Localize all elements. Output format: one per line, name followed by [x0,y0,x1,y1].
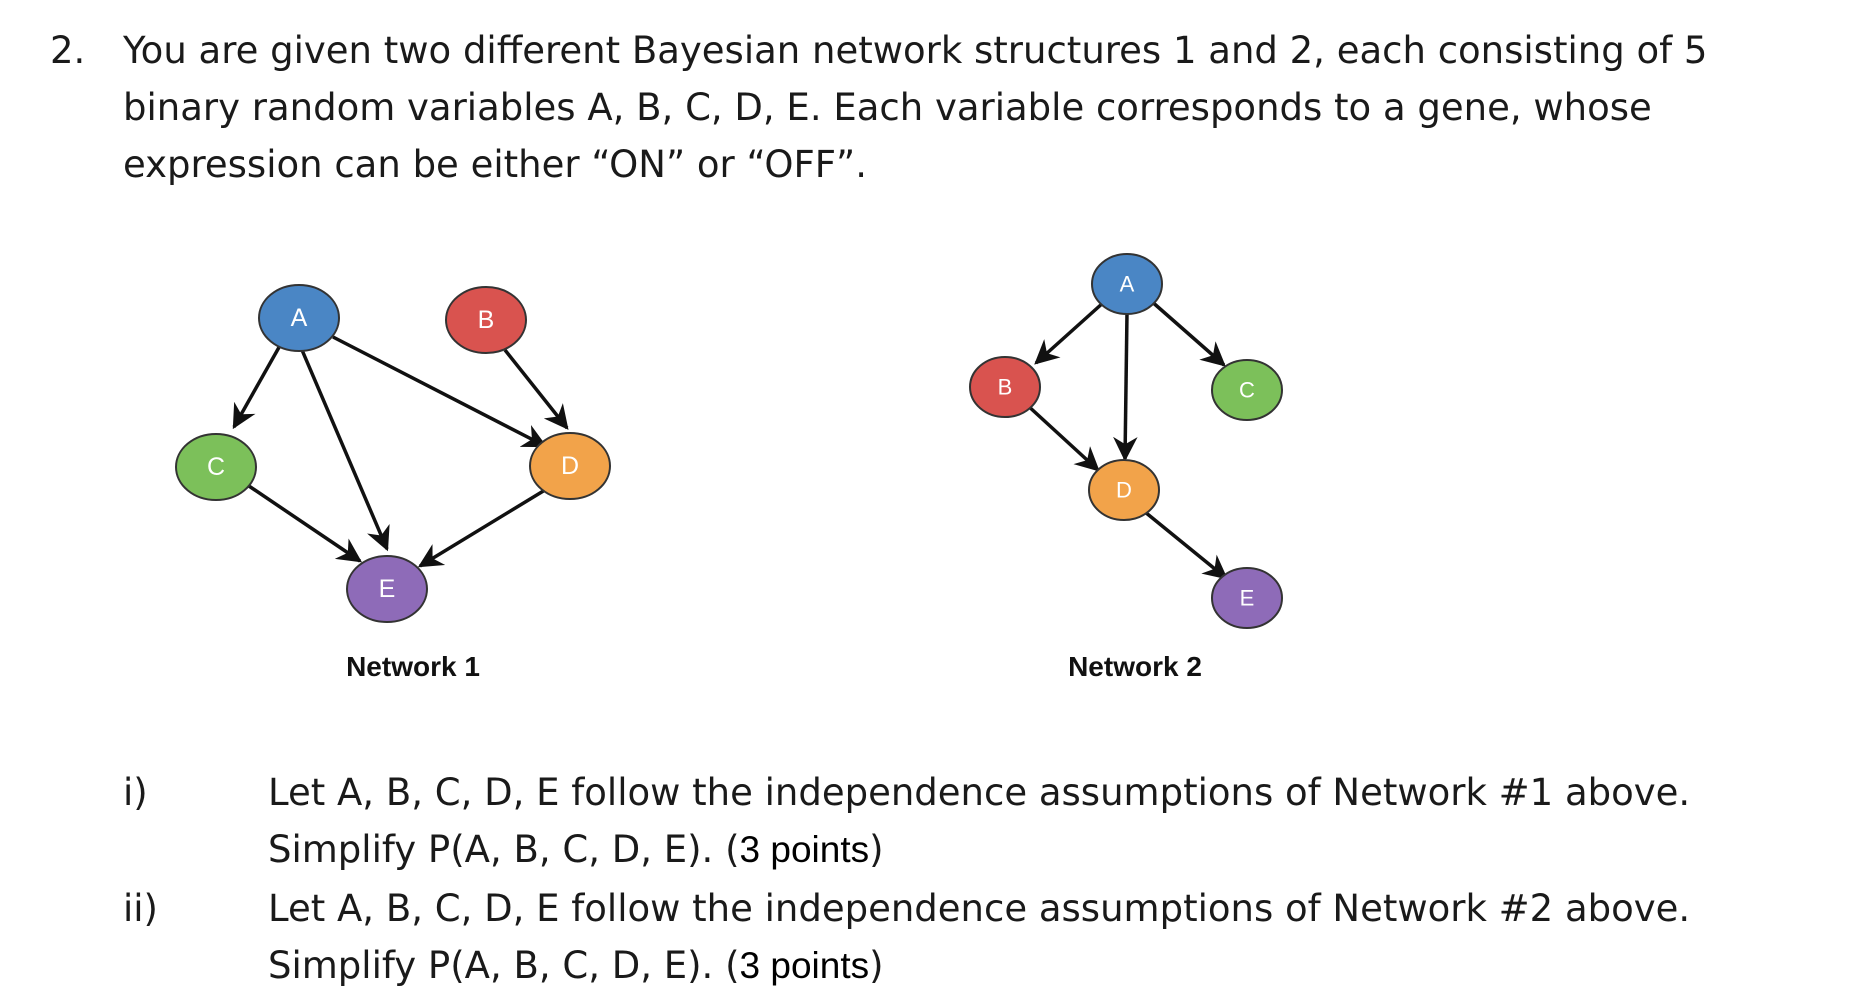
edge-n1-a-c [232,341,284,430]
question-text: You are given two different Bayesian net… [123,29,1708,186]
svg-text:B: B [478,306,495,334]
n1-node-a: A [258,284,340,352]
n2-node-e: E [1211,567,1283,629]
edge-n2-a-d [1113,312,1138,462]
part-label: i) [123,771,148,814]
edge-n1-c-e [245,482,363,563]
n2-node-a: A [1091,253,1163,315]
part-label: ii) [123,887,158,930]
n1-node-d: D [529,432,611,500]
edge-n1-d-e [417,488,546,568]
n1-node-c: C [175,433,257,501]
n2-node-d: D [1088,459,1160,521]
svg-text:D: D [1116,478,1132,503]
edge-n1-a-e [300,349,390,552]
n1-node-e: E [346,555,428,623]
network1-nodes: A B C D E [175,284,611,623]
svg-text:C: C [1239,378,1255,403]
edge-n2-b-d [1024,402,1100,472]
n2-node-b: B [969,356,1041,418]
part-text: Let A, B, C, D, E follow the independenc… [268,887,1691,987]
edge-n2-a-b [1034,300,1106,365]
network2-nodes: A B C D E [969,253,1283,629]
network1-edges [232,335,569,568]
points: 3 points [739,945,870,986]
svg-text:C: C [207,453,225,481]
svg-text:A: A [291,304,308,332]
network1-caption: Network 1 [346,651,480,682]
edge-n1-a-d [332,335,548,448]
network2-caption: Network 2 [1068,651,1202,682]
svg-text:E: E [1240,586,1255,611]
n2-node-c: C [1211,359,1283,421]
svg-text:B: B [998,375,1013,400]
part-text: Let A, B, C, D, E follow the independenc… [268,771,1691,871]
network2-edges [1024,298,1228,580]
svg-text:D: D [561,452,579,480]
edge-n2-d-e [1143,510,1228,580]
svg-text:E: E [379,575,396,603]
question-number: 2. [50,29,86,72]
n1-node-b: B [445,286,527,354]
svg-text:A: A [1120,272,1135,297]
edge-n2-a-c [1148,298,1226,367]
points: 3 points [739,829,870,870]
edge-n1-b-d [503,348,569,430]
